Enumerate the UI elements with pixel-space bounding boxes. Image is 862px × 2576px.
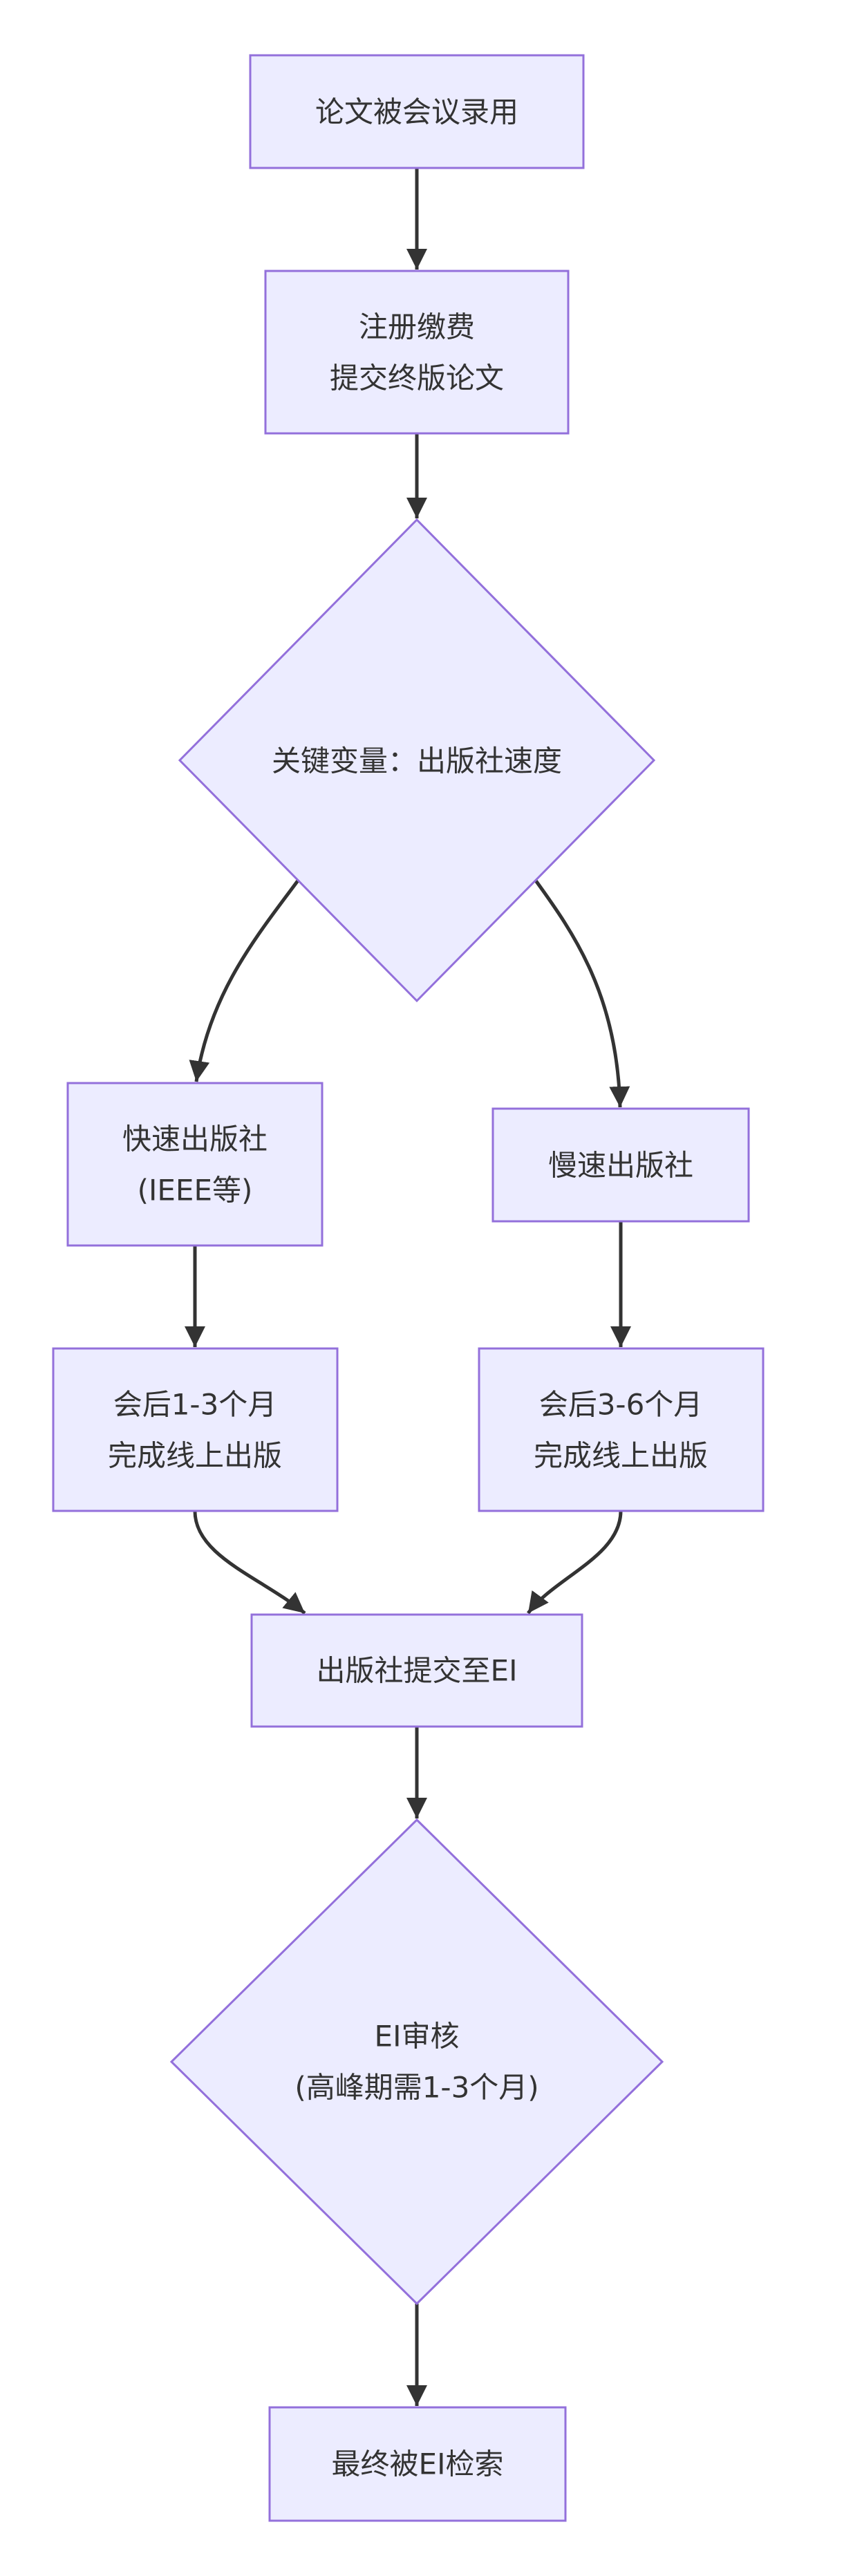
paper-accepted-box xyxy=(249,54,585,169)
node-fast-timeline: 会后1-3个月 完成线上出版 xyxy=(52,1347,339,1512)
edge-decision-to-slow-publisher xyxy=(534,879,630,1108)
register-pay-label-line1: 注册缴费 xyxy=(359,310,475,344)
edge-slow-timeline-to-submit xyxy=(526,1510,623,1615)
node-submit-to-ei: 出版社提交至EI xyxy=(250,1613,583,1728)
node-paper-accepted: 论文被会议录用 xyxy=(249,54,585,169)
publisher-speed-diamond xyxy=(178,518,656,1003)
slow-timeline-label-line1: 会后3-6个月 xyxy=(539,1388,703,1422)
decision-publisher-speed: 关键变量：出版社速度 xyxy=(178,518,656,1003)
slow-publisher-box xyxy=(491,1107,750,1223)
edge-fast-timeline-to-submit xyxy=(193,1510,306,1615)
fast-publisher-label-line2: (IEEE等) xyxy=(138,1174,253,1207)
node-slow-publisher: 慢速出版社 xyxy=(491,1107,750,1223)
node-ei-indexed: 最终被EI检索 xyxy=(268,2406,567,2522)
edge-decision-to-fast-publisher xyxy=(189,879,300,1082)
fast-publisher-box xyxy=(66,1082,324,1247)
submit-to-ei-label: 出版社提交至EI xyxy=(317,1654,518,1688)
fast-timeline-box xyxy=(52,1347,339,1512)
slow-timeline-label-line2: 完成线上出版 xyxy=(534,1439,708,1473)
ei-indexed-label: 最终被EI检索 xyxy=(332,2447,504,2481)
register-pay-label-line2: 提交终版论文 xyxy=(330,361,504,395)
register-pay-box xyxy=(264,270,570,435)
node-register-pay: 注册缴费 提交终版论文 xyxy=(264,270,570,435)
node-slow-timeline: 会后3-6个月 完成线上出版 xyxy=(478,1347,765,1512)
ei-review-diamond xyxy=(169,1818,664,2306)
edges-layer xyxy=(185,168,631,2406)
fast-timeline-label-line2: 完成线上出版 xyxy=(108,1439,282,1473)
ei-review-label-line1: EI审核 xyxy=(375,2020,460,2053)
fast-publisher-label-line1: 快速出版社 xyxy=(122,1122,268,1156)
slow-timeline-box xyxy=(478,1347,765,1512)
decision-ei-review: EI审核 (高峰期需1-3个月) xyxy=(169,1818,664,2306)
ei-indexed-box xyxy=(268,2406,567,2522)
paper-accepted-label: 论文被会议录用 xyxy=(315,95,518,129)
publisher-speed-label: 关键变量：出版社速度 xyxy=(272,744,562,778)
node-fast-publisher: 快速出版社 (IEEE等) xyxy=(66,1082,324,1247)
submit-to-ei-box xyxy=(250,1613,583,1728)
fast-timeline-label-line1: 会后1-3个月 xyxy=(113,1388,277,1422)
ei-review-label-line2: (高峰期需1-3个月) xyxy=(294,2071,538,2105)
slow-publisher-label: 慢速出版社 xyxy=(548,1149,693,1183)
